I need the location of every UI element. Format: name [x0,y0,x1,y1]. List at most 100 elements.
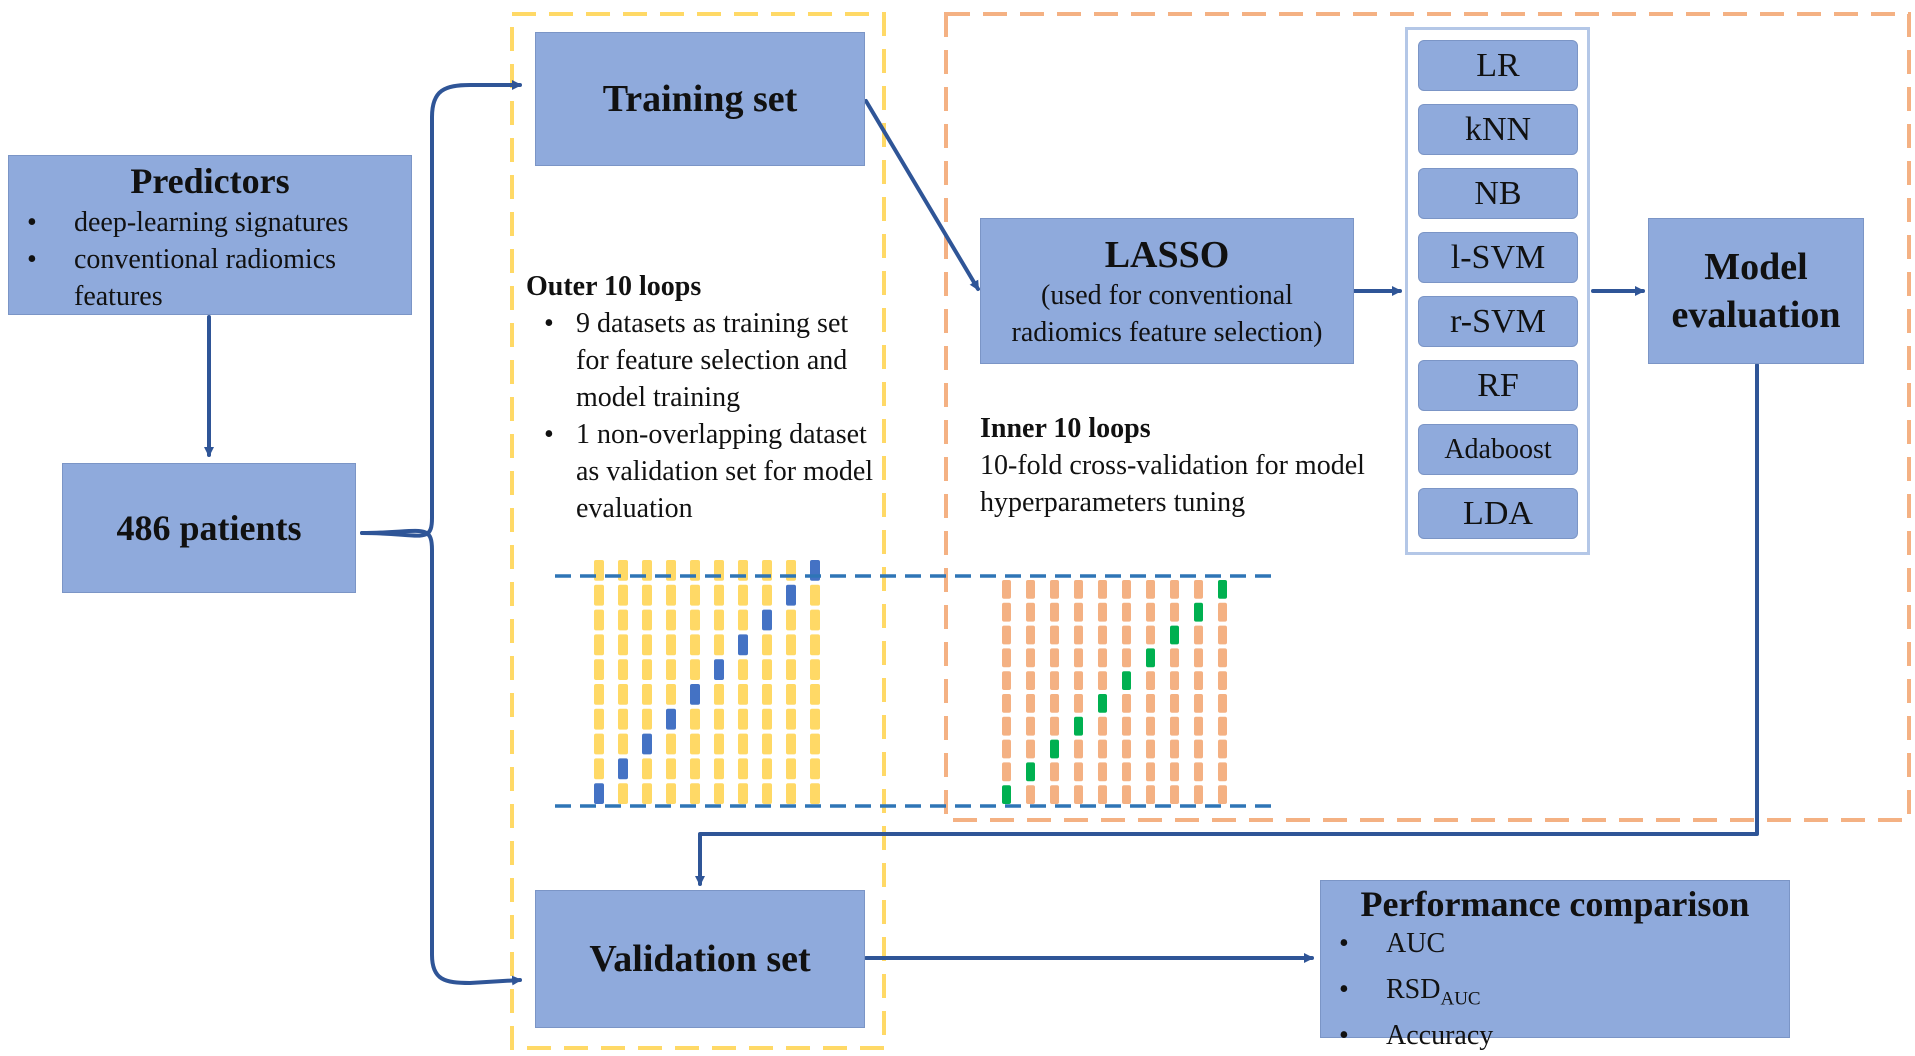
outer-fold-bars [594,560,820,804]
outer-training-segment [594,708,604,730]
inner-training-segment [1074,785,1083,804]
inner-training-segment [1050,580,1059,599]
outer-training-segment [738,609,748,631]
outer-training-segment [738,584,748,606]
patients-box: 486 patients [62,463,356,593]
outer-training-segment [618,733,628,755]
performance-item-text: AUC [1386,928,1446,959]
outer-training-segment [690,783,700,804]
performance-item-text: RSD [1386,973,1441,1005]
model-nb: NB [1418,168,1578,219]
outer-training-segment [810,684,820,705]
outer-training-segment [594,609,604,631]
inner-training-segment [1194,739,1203,759]
outer-fold-5 [690,560,700,804]
inner-loop-region [944,12,1911,822]
outer-training-segment [810,659,820,680]
outer-training-segment [666,609,676,631]
lasso-box: LASSO (used for conventional radiomics f… [980,218,1354,364]
inner-training-segment [1074,625,1083,645]
outer-validation-segment [762,609,772,631]
inner-training-segment [1194,694,1203,713]
outer-training-segment [786,708,796,730]
inner-training-segment [1050,762,1059,782]
inner-training-segment [1122,580,1131,599]
inner-training-segment [1026,716,1035,736]
inner-training-segment [1098,762,1107,782]
outer-loop-region [510,12,886,1050]
performance-item-sub: AUC [1440,988,1481,1010]
outer-training-segment [690,708,700,730]
inner-training-segment [1098,739,1107,759]
outer-training-segment [690,758,700,780]
inner-training-segment [1194,625,1203,645]
outer-training-segment [642,584,652,606]
inner-training-segment [1218,694,1227,713]
inner-training-segment [1002,648,1011,668]
outer-validation-segment [738,634,748,656]
inner-training-segment [1218,739,1227,759]
outer-validation-segment [642,733,652,755]
outer-training-segment [594,584,604,606]
outer-training-segment [786,609,796,631]
inner-training-segment [1002,671,1011,690]
outer-training-segment [786,684,796,705]
inner-training-segment [1194,785,1203,804]
outer-training-segment [690,609,700,631]
outer-validation-segment [666,708,676,730]
inner-training-segment [1098,580,1107,599]
inner-training-segment [1050,648,1059,668]
performance-item-auc: AUC [1321,925,1789,971]
inner-fold-bars [1002,580,1227,804]
outer-loop-item: 1 non-overlapping dataset as validation … [526,416,878,527]
outer-training-segment [738,758,748,780]
inner-fold-7 [1146,580,1155,804]
inner-training-segment [1122,625,1131,645]
inner-training-segment [1002,762,1011,782]
inner-training-segment [1074,602,1083,622]
inner-training-segment [1026,671,1035,690]
inner-training-segment [1194,580,1203,599]
outer-training-segment [762,758,772,780]
outer-training-segment [738,684,748,705]
outer-training-segment [642,708,652,730]
model-r-svm: r-SVM [1418,296,1578,347]
outer-training-segment [810,758,820,780]
inner-training-segment [1074,694,1083,713]
inner-training-segment [1026,785,1035,804]
outer-training-segment [666,584,676,606]
outer-training-segment [642,659,652,680]
outer-training-segment [594,659,604,680]
performance-box: Performance comparison AUC RSDAUC Accura… [1320,880,1790,1054]
inner-training-segment [1002,625,1011,645]
inner-training-segment [1218,602,1227,622]
inner-training-segment [1218,625,1227,645]
model-lr: LR [1418,40,1578,91]
outer-training-segment [810,634,820,656]
outer-training-segment [642,609,652,631]
inner-validation-segment [1218,580,1227,599]
outer-training-segment [762,634,772,656]
performance-item-accuracy: Accuracy [1321,1017,1789,1056]
inner-validation-segment [1026,762,1035,782]
model-knn: kNN [1418,104,1578,155]
outer-training-segment [594,684,604,705]
outer-training-segment [666,733,676,755]
inner-training-segment [1170,739,1179,759]
inner-training-segment [1026,580,1035,599]
inner-training-segment [1170,716,1179,736]
outer-fold-6 [714,560,724,804]
inner-training-segment [1146,694,1155,713]
outer-training-segment [642,783,652,804]
inner-training-segment [1002,694,1011,713]
inner-training-segment [1098,785,1107,804]
model-list: LR kNN NB l-SVM r-SVM RF Adaboost LDA [1405,27,1590,555]
outer-training-segment [666,634,676,656]
outer-training-segment [714,584,724,606]
outer-training-segment [810,733,820,755]
split-brace [360,80,522,538]
outer-training-segment [714,634,724,656]
outer-training-segment [714,609,724,631]
outer-training-segment [642,684,652,705]
